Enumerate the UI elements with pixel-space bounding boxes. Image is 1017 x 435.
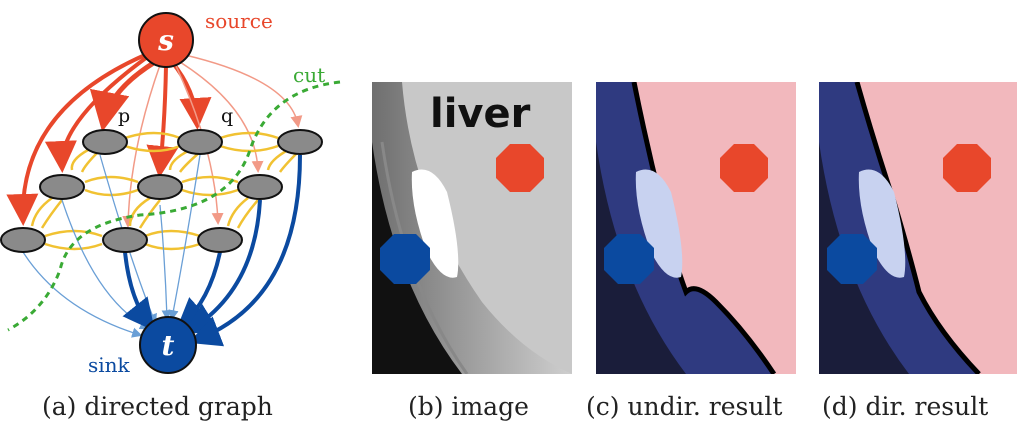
cut-line (7, 80, 341, 332)
directed-result (819, 82, 1017, 374)
source-edges (6, 53, 303, 228)
node-p (82, 129, 128, 155)
node-q-label: q (221, 105, 233, 127)
sink-node (139, 316, 197, 374)
source-node (138, 12, 194, 68)
node-p-label: p (118, 105, 130, 127)
caption-a: (a) directed graph (42, 392, 273, 421)
pixel-nodes (0, 129, 323, 253)
caption-b: (b) image (408, 392, 529, 421)
liver-label: liver (430, 91, 531, 137)
sink-node-label: t (162, 329, 175, 362)
caption-d: (d) dir. result (822, 392, 989, 421)
undirected-result (596, 82, 796, 374)
source-node-label: s (157, 24, 174, 57)
directed-graph: s t source sink cut p q (0, 9, 341, 377)
sink-label: sink (88, 353, 131, 377)
neighbor-edges (30, 131, 299, 251)
sink-edges (22, 154, 302, 347)
source-label: source (205, 9, 273, 33)
blue-seed (380, 234, 430, 284)
ct-image: liver (372, 82, 572, 374)
caption-c: (c) undir. result (586, 392, 783, 421)
cut-label: cut (293, 63, 325, 87)
red-seed (496, 144, 544, 192)
